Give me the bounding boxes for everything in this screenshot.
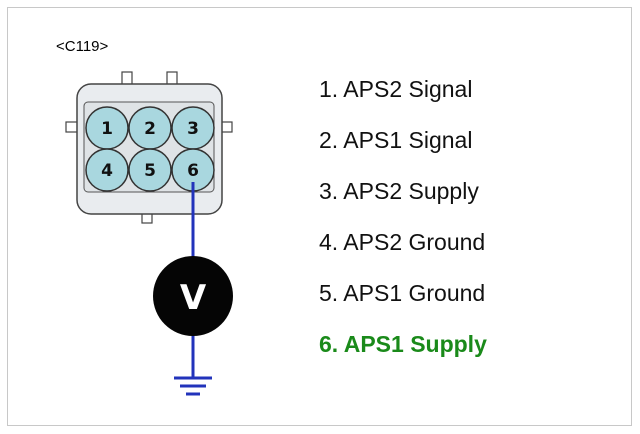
pin-function-item: 4. APS2 Ground [319,229,486,255]
svg-text:V: V [180,278,207,318]
pin-4: 4 [85,148,129,192]
voltmeter-icon: V [153,256,233,336]
svg-text:5: 5 [144,161,156,181]
connector-tab [166,71,178,86]
pin-3: 3 [171,106,215,150]
svg-text:2: 2 [144,119,156,139]
pin-function-item: 2. APS1 Signal [319,127,473,153]
diagram-frame [7,7,632,426]
connector-tab [65,121,79,133]
pin-function-item-highlighted: 6. APS1 Supply [319,331,487,357]
pin-function-list: 1. APS2 Signal 2. APS1 Signal 3. APS2 Su… [319,72,487,378]
connector-tab [121,71,133,86]
svg-text:4: 4 [101,161,113,181]
pin-2: 2 [128,106,172,150]
svg-text:1: 1 [101,119,113,139]
svg-text:6: 6 [187,161,199,181]
pin-function-item: 1. APS2 Signal [319,76,473,102]
pin-1: 1 [85,106,129,150]
pin-5: 5 [128,148,172,192]
ground-symbol-icon [174,376,212,396]
svg-text:3: 3 [187,119,199,139]
pin-function-item: 3. APS2 Supply [319,178,479,204]
pin-function-item: 5. APS1 Ground [319,280,486,306]
connector-label: <C119> [56,38,109,55]
